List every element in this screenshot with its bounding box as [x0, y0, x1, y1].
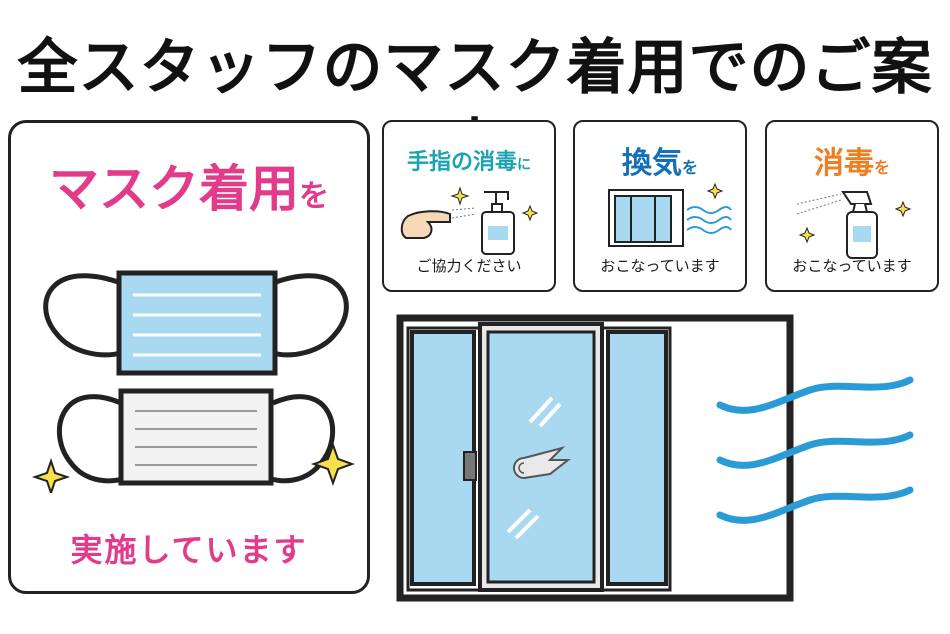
mask-card-heading-particle: を	[299, 179, 329, 214]
sanitize-heading-particle: を	[873, 158, 890, 177]
ventilation-heading: 換気を	[575, 138, 745, 182]
mask-card-heading: マスク着用を	[11, 149, 367, 221]
sparkle-icon	[311, 442, 355, 486]
mask-card: マスク着用を 実施しています	[8, 120, 370, 594]
wind-line	[716, 431, 914, 469]
ventilation-footer: おこなっています	[600, 257, 720, 275]
hand-sanitizer-icon	[400, 186, 539, 255]
sanitize-heading: 消毒を	[767, 138, 937, 182]
sanitize-heading-main: 消毒	[813, 146, 874, 181]
white-mask-icon	[56, 388, 336, 486]
hand-disinfection-heading-main: 手指の消毒	[406, 150, 517, 175]
blue-mask-icon	[43, 270, 349, 376]
wind-line	[716, 486, 914, 524]
hand-disinfection-heading-particle: に	[517, 157, 531, 173]
sanitize-card: 消毒を おこなっています	[765, 120, 939, 292]
ventilation-card: 換気を おこなっています	[573, 120, 747, 292]
hand-disinfection-card: 手指の消毒に ご協力ください	[382, 120, 556, 292]
hand-disinfection-footer: ご協力ください	[416, 257, 522, 275]
sanitize-footer: おこなっています	[792, 257, 912, 275]
window-illustration	[396, 314, 914, 602]
mask-card-footer: 実施しています	[70, 531, 308, 569]
ventilation-heading-particle: を	[681, 158, 698, 177]
wind-swirl-icon	[513, 446, 571, 479]
hand-disinfection-heading: 手指の消毒に	[384, 144, 554, 176]
ventilation-heading-main: 換気	[621, 146, 682, 181]
sparkle-icon	[31, 457, 71, 493]
masks-illustration	[31, 270, 355, 493]
wind-line	[716, 376, 914, 414]
spray-bottle-icon	[796, 191, 912, 259]
small-window-icon	[608, 182, 732, 247]
mask-card-heading-main: マスク着用	[49, 160, 299, 218]
